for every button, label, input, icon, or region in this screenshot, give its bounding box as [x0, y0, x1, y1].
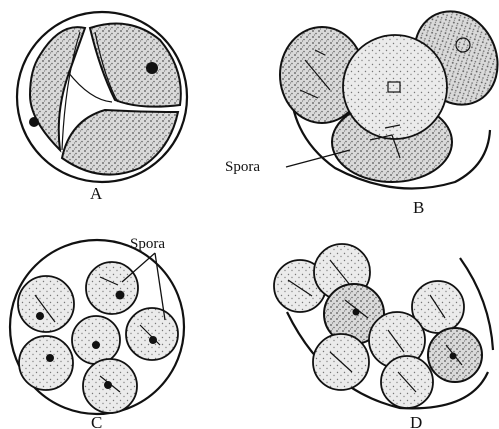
panel-c-spore [126, 308, 178, 360]
panel-a-nucleus [29, 117, 39, 127]
panel-c-spore [86, 262, 138, 314]
panel-a-compartment-bottom [62, 110, 178, 175]
panel-d: D [274, 244, 493, 429]
panel-a: A [17, 12, 187, 203]
panel-d-letter: D [410, 413, 422, 429]
panel-c-spore [72, 316, 120, 364]
panel-a-letter: A [90, 184, 103, 203]
panel-c: Spora C [10, 236, 184, 429]
panel-b-spora-label: Spora [225, 159, 260, 175]
panel-a-nucleus [146, 62, 158, 74]
panel-b: Spora B [225, 0, 499, 217]
panel-b-spore [343, 35, 447, 139]
panel-c-letter: C [91, 413, 102, 429]
panel-b-letter: B [413, 198, 424, 217]
panel-c-spore [19, 336, 73, 390]
panel-c-spora-label: Spora [130, 236, 165, 252]
panel-c-spore [18, 276, 74, 332]
